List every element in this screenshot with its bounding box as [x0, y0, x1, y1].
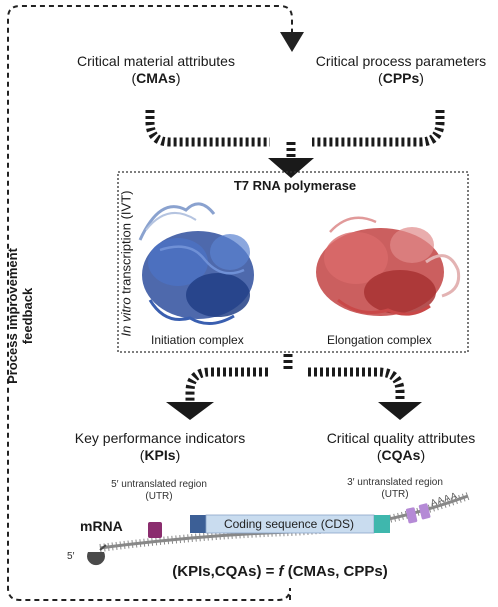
utr3-block-1 — [405, 507, 418, 524]
cpp-abbr: CPPs — [382, 70, 420, 86]
utr3-block-2 — [418, 503, 431, 520]
kpi-title: Key performance indicators — [74, 430, 246, 446]
elongation-caption: Elongation complex — [327, 333, 432, 347]
feedback-loop — [7, 5, 293, 601]
t7-polymerase-title: T7 RNA polymerase — [233, 178, 357, 193]
relationship-formula: (KPIs,CQAs) = f (CMAs, CPPs) — [172, 563, 388, 580]
cqa-label: Critical quality attributes (CQAs) — [306, 430, 496, 464]
cma-abbr-line: (CMAs) — [131, 70, 181, 86]
merge-connector — [145, 110, 445, 160]
cds-label: Coding sequence (CDS) — [223, 517, 355, 531]
cds-cap-right — [374, 515, 390, 533]
initiation-complex-structure — [138, 202, 254, 325]
five-prime-cap — [87, 552, 105, 566]
cqa-abbr: CQAs — [381, 447, 421, 463]
cpp-abbr-line: (CPPs) — [378, 70, 424, 86]
mrna-label: mRNA — [80, 518, 123, 534]
cma-label: Critical material attributes (CMAs) — [76, 53, 236, 87]
elongation-complex-structure — [316, 216, 461, 316]
cma-title: Critical material attributes — [77, 53, 235, 69]
utr5-block — [148, 522, 162, 538]
cqa-abbr-line: (CQAs) — [376, 447, 426, 463]
utr3-label: 3′ untranslated region (UTR) — [347, 477, 443, 500]
kpi-abbr-line: (KPIs) — [139, 447, 181, 463]
cpp-label: Critical process parameters (CPPs) — [306, 53, 496, 87]
five-prime-label: 5′ — [67, 551, 75, 562]
cma-abbr: CMAs — [136, 70, 176, 86]
kpi-arrowhead — [166, 402, 214, 420]
cap-stem — [99, 544, 107, 551]
process-feedback-label: Process improvement feedback — [5, 248, 35, 384]
feedback-arrowhead — [280, 32, 304, 52]
ivt-box — [117, 171, 469, 353]
utr5-label: 5′ untranslated region (UTR) — [111, 479, 207, 502]
cds-cap-left — [190, 515, 206, 533]
kpi-abbr: KPIs — [144, 447, 176, 463]
ivt-side-label: In vitro transcription (IVT) — [118, 190, 134, 337]
function-symbol: f — [278, 563, 284, 580]
cqa-title: Critical quality attributes — [326, 430, 476, 446]
merge-arrowhead — [268, 158, 314, 178]
split-connector — [185, 354, 405, 402]
cqa-arrowhead — [378, 402, 422, 420]
cpp-title: Critical process parameters — [315, 53, 487, 69]
kpi-label: Key performance indicators (KPIs) — [60, 430, 260, 464]
initiation-caption: Initiation complex — [151, 333, 244, 347]
